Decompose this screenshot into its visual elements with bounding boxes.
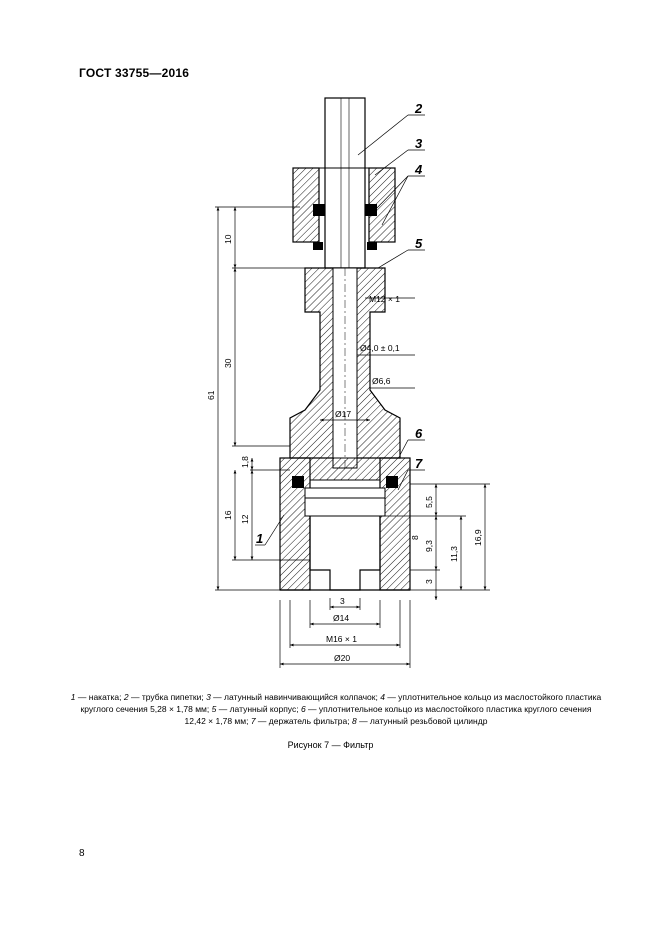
callout-2: 2: [414, 101, 423, 116]
brass-body: [289, 267, 401, 469]
small-o-rings: [313, 204, 377, 250]
dim-m16: M16 × 1: [326, 634, 357, 644]
dim-m12: M12 × 1: [369, 294, 400, 304]
threaded-cylinder: [279, 457, 411, 591]
standard-header: ГОСТ 33755—2016: [79, 66, 190, 80]
dim-16: 16: [223, 510, 233, 520]
dim-16-9: 16,9: [473, 529, 483, 546]
dim-9-3: 9,3: [424, 540, 434, 552]
figure-legend: 1 — накатка; 2 — трубка пипетки; 3 — лат…: [70, 692, 602, 726]
callout-6: 6: [415, 426, 423, 441]
callout-4: 4: [414, 162, 423, 177]
dim-dia20: Ø20: [334, 653, 350, 663]
dim-11-3: 11,3: [449, 546, 459, 562]
dim-3-bottom: 3: [424, 579, 434, 584]
callout-7: 7: [415, 456, 423, 471]
filter-drawing: 2 3 4 5 6 7 1 M12 × 1 Ø4,0 ± 0,1 Ø6,6 Ø1…: [206, 97, 490, 668]
figure-title: Рисунок 7 — Фильтр: [287, 740, 374, 750]
dimension-lines: [215, 206, 490, 668]
dim-dia14: Ø14: [333, 613, 349, 623]
dim-3: 3: [340, 596, 345, 606]
callout-1: 1: [256, 531, 263, 546]
dim-5-5: 5,5: [424, 496, 434, 508]
dim-1-8: 1,8: [240, 456, 250, 468]
dim-8: 8: [410, 535, 420, 540]
dim-12: 12: [240, 514, 250, 524]
dim-30: 30: [223, 358, 233, 368]
callout-3: 3: [415, 136, 423, 151]
pipette-tube: [324, 97, 366, 269]
dim-dia17: Ø17: [335, 409, 351, 419]
callout-5: 5: [415, 236, 423, 251]
dim-61: 61: [206, 390, 216, 400]
page-number: 8: [79, 848, 85, 859]
dim-10: 10: [223, 234, 233, 244]
dim-dia66: Ø6,6: [372, 376, 391, 386]
dim-dia4: Ø4,0 ± 0,1: [360, 343, 400, 353]
leader-lines: [255, 114, 425, 546]
